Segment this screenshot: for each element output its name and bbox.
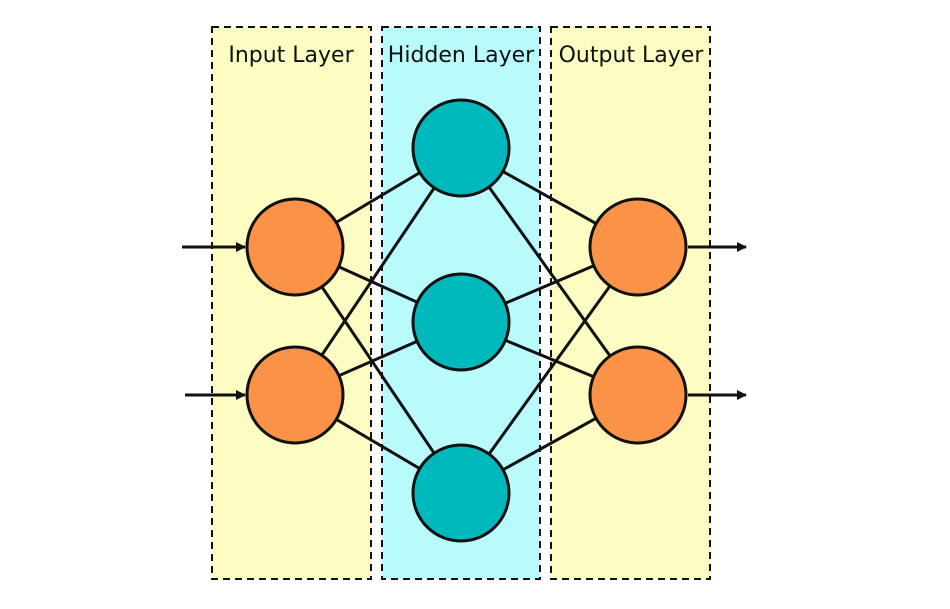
hidden-node-1 [411, 98, 511, 198]
hidden-node-3 [411, 443, 511, 543]
input-node-2 [245, 345, 345, 445]
input-node-1 [245, 197, 345, 297]
output-node-1 [588, 197, 688, 297]
hidden-node-2 [411, 272, 511, 372]
input-layer-panel [211, 26, 372, 580]
output-layer-label: Output Layer [559, 43, 705, 68]
output-layer-panel [550, 26, 711, 580]
edge-h1-o2 [459, 147, 640, 396]
input-layer-label: Input Layer [228, 43, 354, 68]
hidden-layer-label: Hidden Layer [388, 43, 535, 68]
output-node-2 [588, 345, 688, 445]
edge-i2-h1 [293, 147, 463, 396]
edge-h3-o1 [459, 246, 640, 494]
